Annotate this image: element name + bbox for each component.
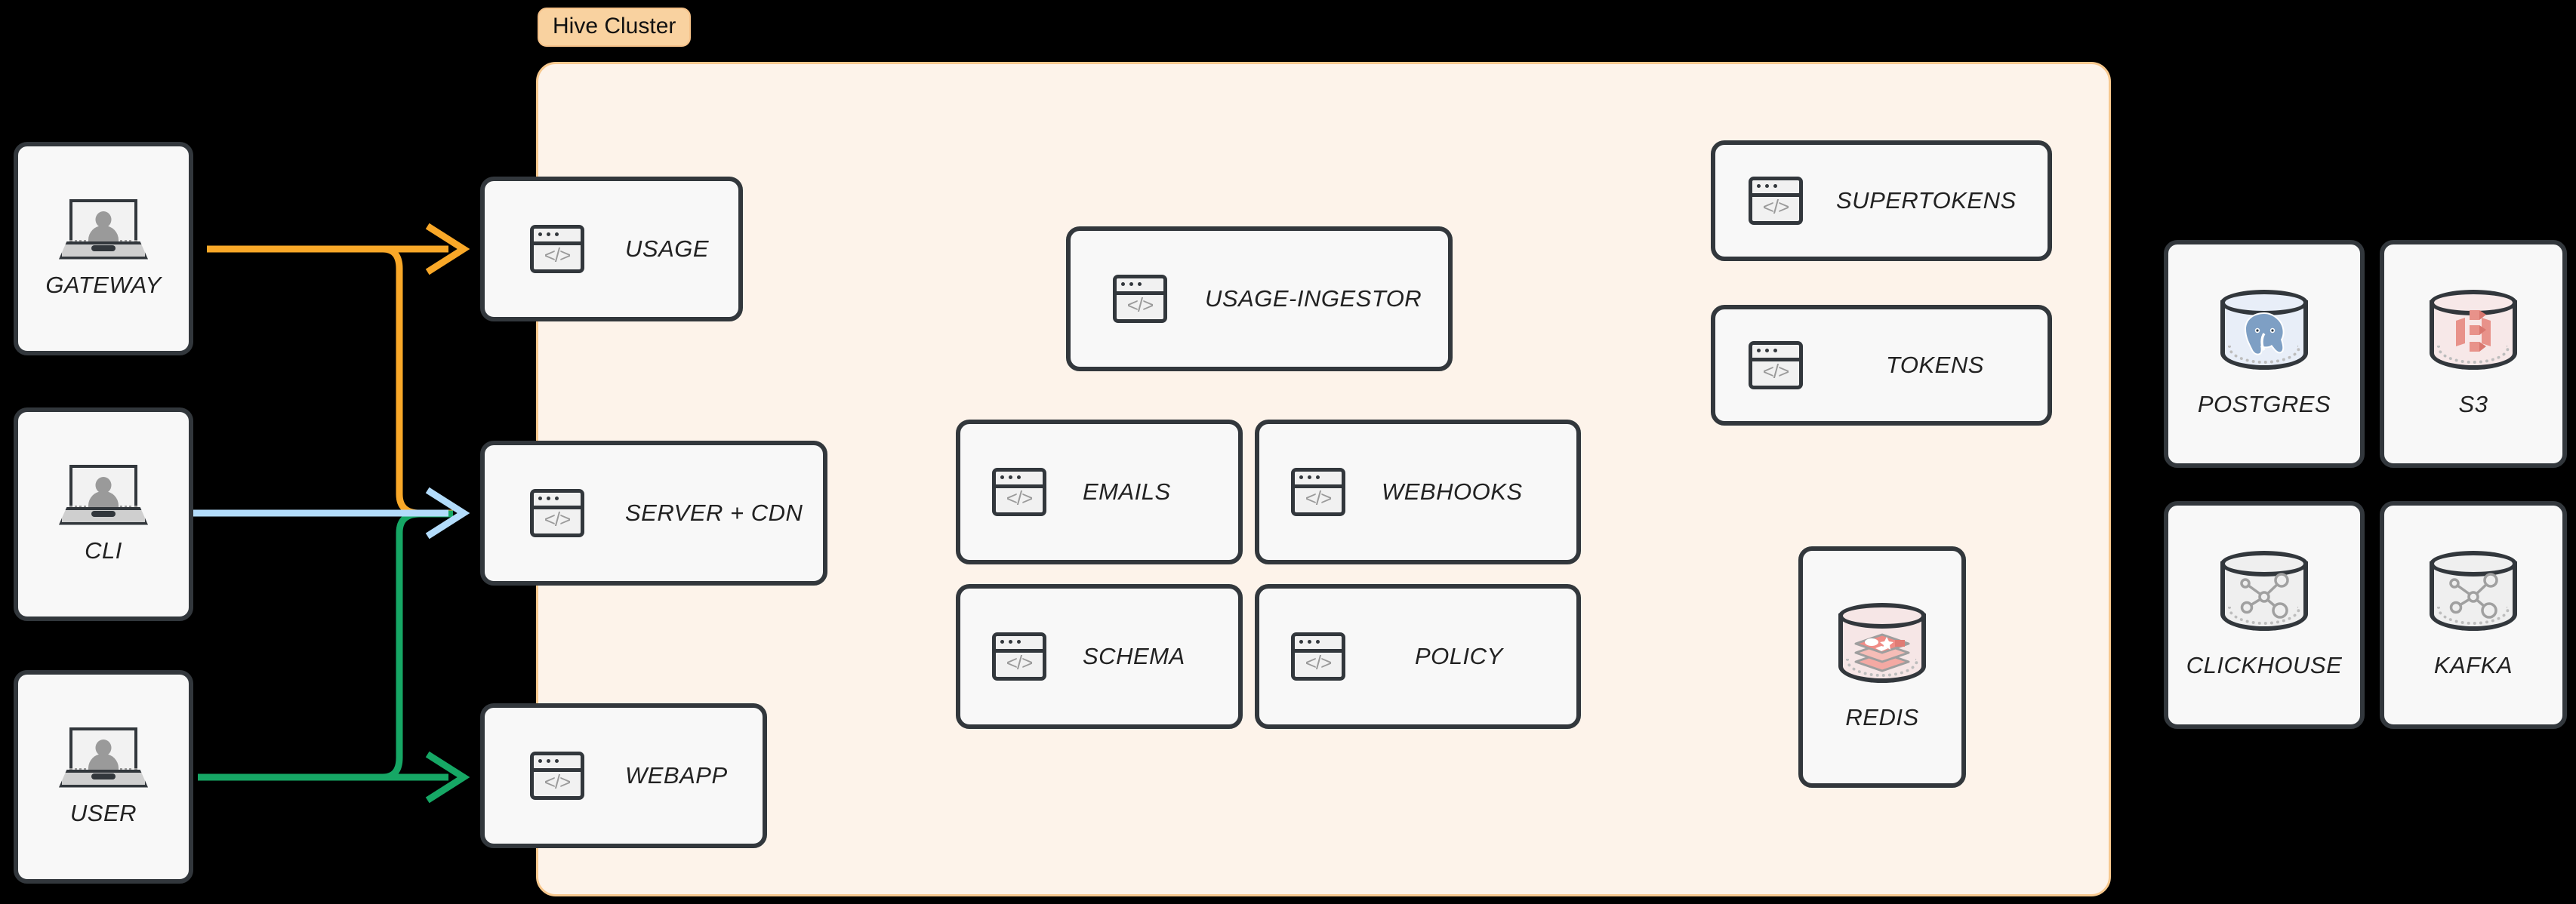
code-glyph: </> xyxy=(544,508,572,530)
service-schema[interactable]: </> SCHEMA xyxy=(956,584,1243,729)
code-window-icon: </> xyxy=(992,632,1046,681)
store-label: KAFKA xyxy=(2433,652,2513,678)
store-kafka[interactable]: KAFKA xyxy=(2380,501,2567,729)
service-label: EMAILS xyxy=(1083,478,1171,505)
code-window-icon: </> xyxy=(530,489,584,537)
edge-gateway-to-usage xyxy=(207,223,470,275)
actor-label: USER xyxy=(69,799,137,826)
redis-cylinder-icon xyxy=(1838,603,1926,692)
actor-user[interactable]: USER xyxy=(14,670,193,884)
code-window-icon: </> xyxy=(992,468,1046,516)
code-glyph: </> xyxy=(544,244,572,266)
service-server-cdn[interactable]: </> SERVER + CDN xyxy=(480,441,827,586)
service-label: SUPERTOKENS xyxy=(1836,187,2017,214)
service-label: SERVER + CDN xyxy=(625,500,803,526)
code-window-icon: </> xyxy=(1291,632,1345,681)
store-label: POSTGRES xyxy=(2197,391,2331,417)
service-usage-ingestor[interactable]: </> USAGE-INGESTOR xyxy=(1066,226,1453,371)
actor-gateway[interactable]: GATEWAY xyxy=(14,142,193,355)
code-window-icon: </> xyxy=(1291,468,1345,516)
store-label: REDIS xyxy=(1845,704,1919,730)
redis-logo-icon xyxy=(1854,633,1910,672)
laptop-user-icon xyxy=(59,727,148,788)
code-glyph: </> xyxy=(1305,487,1333,509)
service-policy[interactable]: </> POLICY xyxy=(1255,584,1581,729)
actor-label: GATEWAY xyxy=(45,271,162,298)
service-label: WEBAPP xyxy=(625,762,728,789)
code-glyph: </> xyxy=(1762,195,1790,218)
code-glyph: </> xyxy=(1126,294,1154,316)
actor-cli[interactable]: CLI xyxy=(14,407,193,621)
hive-cluster-badge: Hive Cluster xyxy=(538,8,692,47)
code-glyph: </> xyxy=(1762,360,1790,383)
code-glyph: </> xyxy=(1006,487,1034,509)
code-glyph: </> xyxy=(1006,651,1034,674)
service-label: WEBHOOKS xyxy=(1382,478,1523,505)
code-window-icon: </> xyxy=(1749,177,1803,225)
store-s3[interactable]: S3 xyxy=(2380,240,2567,468)
store-label: S3 xyxy=(2458,391,2488,417)
store-clickhouse[interactable]: CLICKHOUSE xyxy=(2164,501,2365,729)
code-window-icon: </> xyxy=(530,752,584,800)
service-label: USAGE xyxy=(625,235,710,262)
kafka-cylinder-icon xyxy=(2430,551,2517,640)
service-webhooks[interactable]: </> WEBHOOKS xyxy=(1255,420,1581,564)
service-label: TOKENS xyxy=(1886,352,1984,378)
laptop-user-icon xyxy=(59,464,148,525)
postgres-elephant-icon xyxy=(2245,312,2285,355)
code-window-icon: </> xyxy=(1113,275,1167,323)
service-label: POLICY xyxy=(1415,643,1503,669)
edge-user-to-server-cdn xyxy=(355,510,453,781)
s3-blocks-icon xyxy=(2456,310,2491,352)
store-redis[interactable]: REDIS xyxy=(1798,546,1966,788)
service-label: USAGE-INGESTOR xyxy=(1205,285,1422,312)
s3-cylinder-icon xyxy=(2430,290,2517,379)
edge-gateway-to-server-cdn xyxy=(355,245,453,517)
service-tokens[interactable]: </> TOKENS xyxy=(1711,305,2052,426)
service-webapp[interactable]: </> WEBAPP xyxy=(480,703,767,848)
service-usage[interactable]: </> USAGE xyxy=(480,177,743,321)
service-emails[interactable]: </> EMAILS xyxy=(956,420,1243,564)
store-postgres[interactable]: POSTGRES xyxy=(2164,240,2365,468)
laptop-user-icon xyxy=(59,198,148,260)
postgres-cylinder-icon xyxy=(2220,290,2308,379)
code-window-icon: </> xyxy=(1749,341,1803,389)
clickhouse-cylinder-icon xyxy=(2220,551,2308,640)
code-glyph: </> xyxy=(544,770,572,793)
code-glyph: </> xyxy=(1305,651,1333,674)
store-label: CLICKHOUSE xyxy=(2186,652,2343,678)
code-window-icon: </> xyxy=(530,225,584,273)
actor-label: CLI xyxy=(85,537,122,564)
edge-user-to-webapp xyxy=(198,751,470,804)
network-graph-icon xyxy=(2449,573,2498,619)
service-supertokens[interactable]: </> SUPERTOKENS xyxy=(1711,140,2052,261)
network-graph-icon xyxy=(2240,573,2289,619)
service-label: SCHEMA xyxy=(1083,643,1185,669)
